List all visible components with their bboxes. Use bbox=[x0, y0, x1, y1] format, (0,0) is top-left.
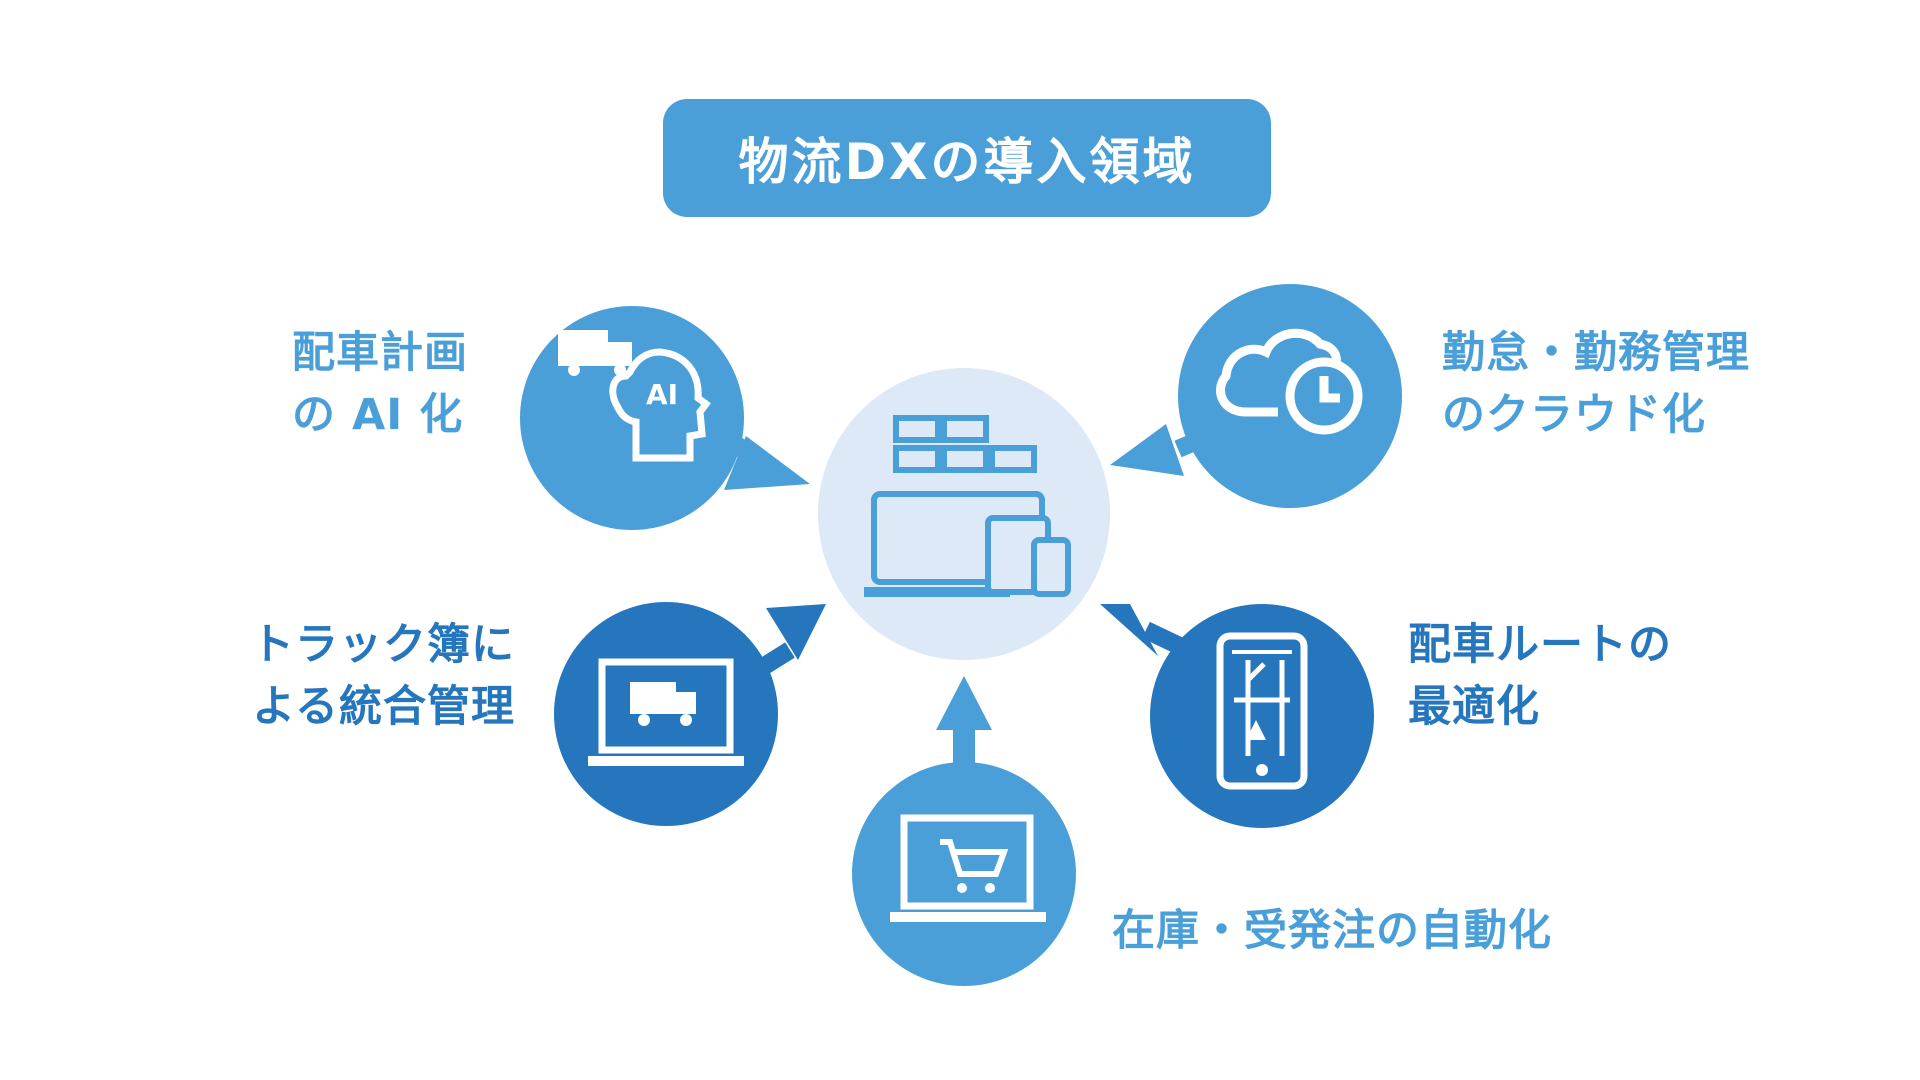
label-route-optimization: 配車ルートの 最適化 bbox=[1408, 614, 1672, 738]
node-truck bbox=[554, 602, 778, 826]
label-inventory-automation: 在庫・受発注の自動化 bbox=[1112, 900, 1552, 962]
label-truck-ledger: トラック簿に よる統合管理 bbox=[235, 614, 515, 738]
label-line: トラック簿に bbox=[251, 620, 515, 670]
node-circle bbox=[1150, 604, 1374, 828]
label-line: 配車計画 bbox=[292, 328, 468, 378]
smartphone-map-icon bbox=[1216, 632, 1308, 790]
title-box: 物流DXの導入領域 bbox=[663, 99, 1271, 217]
label-cloud-attendance: 勤怠・勤務管理 のクラウド化 bbox=[1442, 322, 1750, 446]
label-line: 最適化 bbox=[1408, 682, 1540, 732]
diagram-title: 物流DXの導入領域 bbox=[738, 133, 1196, 191]
node-ai: AI bbox=[520, 306, 744, 530]
node-inventory bbox=[852, 762, 1076, 986]
svg-text:AI: AI bbox=[646, 378, 678, 411]
center-node bbox=[818, 368, 1110, 660]
label-line: のクラウド化 bbox=[1442, 390, 1706, 440]
label-line: の AI 化 bbox=[292, 390, 464, 440]
label-line: 配車ルートの bbox=[1408, 620, 1672, 670]
truck-ai-head-icon: AI bbox=[558, 330, 711, 462]
node-cloud bbox=[1178, 284, 1402, 508]
label-line: 勤怠・勤務管理 bbox=[1442, 328, 1750, 378]
label-line: よる統合管理 bbox=[252, 682, 515, 732]
center-circle bbox=[818, 368, 1110, 660]
laptop-truck-icon bbox=[588, 658, 744, 766]
label-ai-dispatch-planning: 配車計画 の AI 化 bbox=[292, 322, 468, 446]
logistics-devices-icon bbox=[864, 415, 1071, 597]
laptop-cart-icon bbox=[890, 814, 1046, 922]
cloud-clock-icon bbox=[1216, 328, 1363, 435]
label-line: 在庫・受発注の自動化 bbox=[1112, 906, 1552, 956]
node-route bbox=[1150, 604, 1374, 828]
